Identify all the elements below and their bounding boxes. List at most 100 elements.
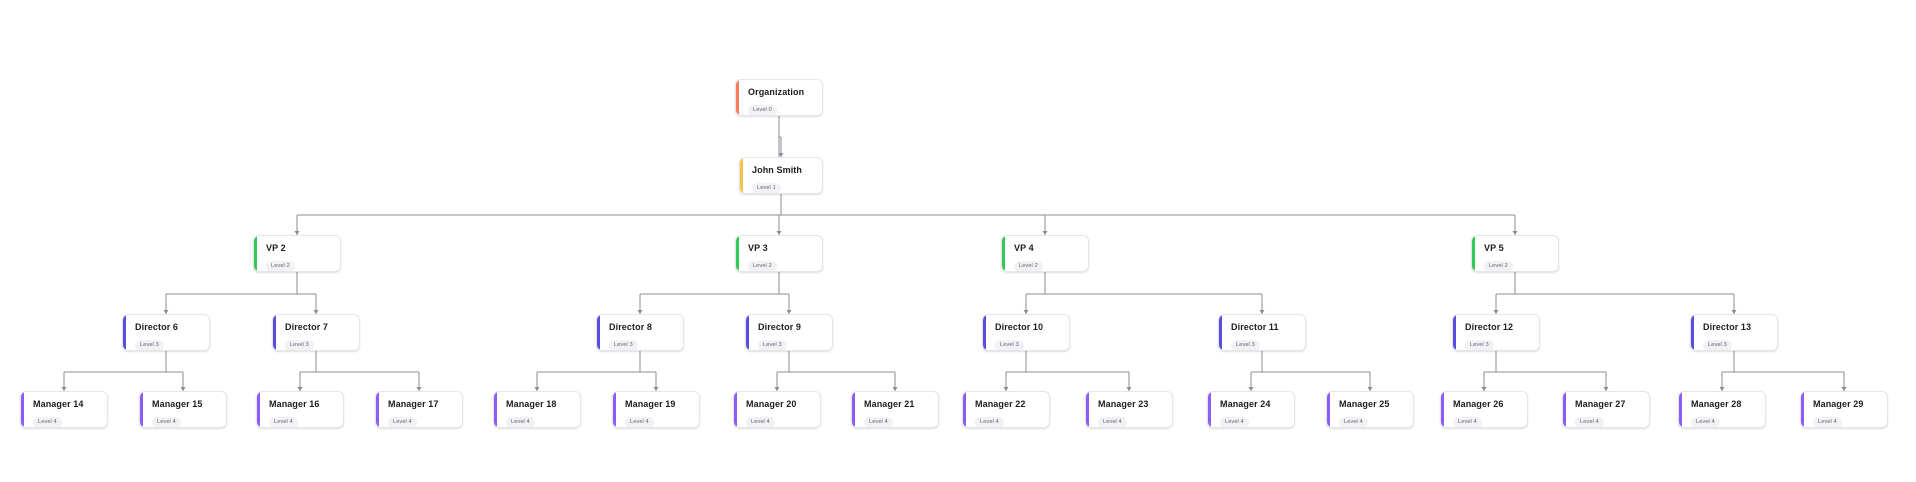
node-title: Manager 14 bbox=[33, 399, 84, 409]
org-node[interactable]: Manager 18 Level 4 bbox=[493, 391, 581, 428]
node-title: VP 2 bbox=[266, 243, 286, 253]
node-accent-bar bbox=[1002, 236, 1005, 271]
org-node[interactable]: Manager 29 Level 4 bbox=[1800, 391, 1888, 428]
org-node[interactable]: Director 11 Level 3 bbox=[1218, 314, 1306, 351]
connector-group bbox=[61, 351, 186, 391]
node-level-badge: Level 3 bbox=[1231, 339, 1260, 350]
node-accent-bar bbox=[1441, 392, 1444, 427]
org-node[interactable]: Manager 14 Level 4 bbox=[20, 391, 108, 428]
node-title: Manager 28 bbox=[1691, 399, 1742, 409]
node-title: VP 3 bbox=[748, 243, 768, 253]
org-node[interactable]: Manager 27 Level 4 bbox=[1562, 391, 1650, 428]
org-node[interactable]: Manager 23 Level 4 bbox=[1085, 391, 1173, 428]
node-level-badge: Level 3 bbox=[135, 339, 164, 350]
org-node[interactable]: Director 8 Level 3 bbox=[596, 314, 684, 351]
node-level-badge: Level 4 bbox=[33, 416, 62, 427]
org-node[interactable]: VP 2 Level 2 bbox=[253, 235, 341, 272]
node-title: Organization bbox=[748, 87, 805, 97]
node-title: Manager 18 bbox=[506, 399, 557, 409]
org-node[interactable]: Director 7 Level 3 bbox=[272, 314, 360, 351]
node-title: Manager 24 bbox=[1220, 399, 1271, 409]
node-level-badge: Level 4 bbox=[388, 416, 417, 427]
node-level-badge: Level 1 bbox=[752, 182, 781, 193]
node-level-badge: Level 4 bbox=[1813, 416, 1842, 427]
node-accent-bar bbox=[1208, 392, 1211, 427]
node-level-badge: Level 3 bbox=[285, 339, 314, 350]
node-level-badge: Level 2 bbox=[1484, 260, 1513, 271]
connector-group bbox=[778, 116, 784, 157]
node-level-badge: Level 4 bbox=[1575, 416, 1604, 427]
org-node[interactable]: VP 3 Level 2 bbox=[735, 235, 823, 272]
connector-group bbox=[774, 351, 898, 391]
node-title: Manager 26 bbox=[1453, 399, 1504, 409]
connector-group bbox=[1493, 272, 1737, 314]
node-accent-bar bbox=[613, 392, 616, 427]
node-level-badge: Level 4 bbox=[975, 416, 1004, 427]
node-accent-bar bbox=[963, 392, 966, 427]
node-title: Manager 19 bbox=[625, 399, 676, 409]
connector-group bbox=[1003, 351, 1132, 391]
node-level-badge: Level 2 bbox=[266, 260, 295, 271]
node-title: Director 13 bbox=[1703, 322, 1752, 332]
node-title: Manager 20 bbox=[746, 399, 797, 409]
node-level-badge: Level 3 bbox=[758, 339, 787, 350]
node-title: Manager 27 bbox=[1575, 399, 1626, 409]
connector-group bbox=[1248, 351, 1373, 391]
node-accent-bar bbox=[1563, 392, 1566, 427]
node-accent-bar bbox=[1219, 315, 1222, 350]
org-node[interactable]: Manager 15 Level 4 bbox=[139, 391, 227, 428]
node-title: Director 11 bbox=[1231, 322, 1279, 332]
connector-group bbox=[1719, 351, 1847, 391]
node-level-badge: Level 3 bbox=[995, 339, 1024, 350]
node-level-badge: Level 4 bbox=[152, 416, 181, 427]
org-node[interactable]: Manager 17 Level 4 bbox=[375, 391, 463, 428]
org-node[interactable]: Manager 20 Level 4 bbox=[733, 391, 821, 428]
node-level-badge: Level 2 bbox=[748, 260, 777, 271]
node-accent-bar bbox=[746, 315, 749, 350]
node-accent-bar bbox=[21, 392, 24, 427]
node-accent-bar bbox=[736, 236, 739, 271]
node-level-badge: Level 4 bbox=[746, 416, 775, 427]
node-title: Manager 29 bbox=[1813, 399, 1864, 409]
node-accent-bar bbox=[376, 392, 379, 427]
node-level-badge: Level 4 bbox=[506, 416, 535, 427]
node-level-badge: Level 4 bbox=[1339, 416, 1368, 427]
connector-group bbox=[637, 272, 792, 314]
node-title: Manager 15 bbox=[152, 399, 203, 409]
node-accent-bar bbox=[736, 80, 739, 115]
node-accent-bar bbox=[1086, 392, 1089, 427]
node-title: Manager 23 bbox=[1098, 399, 1149, 409]
connector-group bbox=[163, 272, 319, 314]
node-level-badge: Level 0 bbox=[748, 104, 777, 115]
node-level-badge: Level 4 bbox=[1098, 416, 1127, 427]
node-accent-bar bbox=[257, 392, 260, 427]
node-title: Director 8 bbox=[609, 322, 653, 332]
org-node[interactable]: Manager 28 Level 4 bbox=[1678, 391, 1766, 428]
node-title: Manager 22 bbox=[975, 399, 1026, 409]
node-title: Director 7 bbox=[285, 322, 329, 332]
node-title: Manager 17 bbox=[388, 399, 439, 409]
node-accent-bar bbox=[983, 315, 986, 350]
org-node[interactable]: Manager 22 Level 4 bbox=[962, 391, 1050, 428]
node-accent-bar bbox=[1472, 236, 1475, 271]
node-level-badge: Level 4 bbox=[1691, 416, 1720, 427]
node-accent-bar bbox=[1327, 392, 1330, 427]
node-accent-bar bbox=[123, 315, 126, 350]
node-title: Manager 21 bbox=[864, 399, 915, 409]
node-level-badge: Level 3 bbox=[609, 339, 638, 350]
